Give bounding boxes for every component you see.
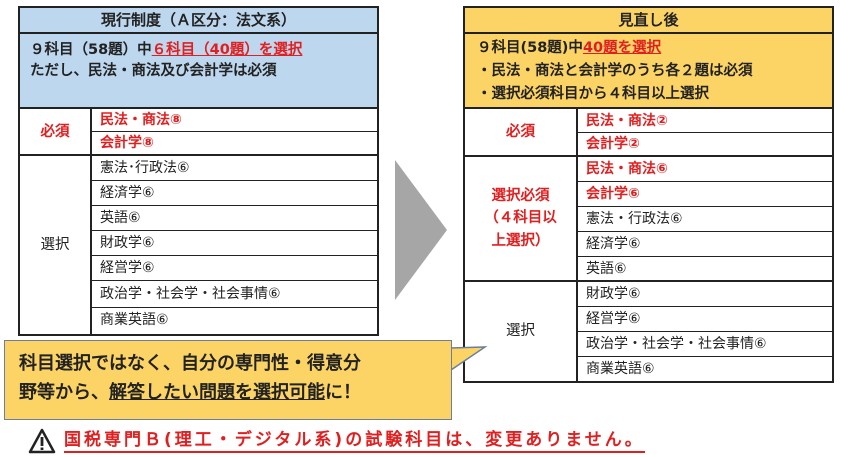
callout-text: 科目選択ではなく、自分の専門性・得意分 bbox=[19, 353, 361, 374]
arrow-right-icon bbox=[395, 160, 447, 300]
desc-text: ただし、民法・商法及び会計学は必須 bbox=[30, 63, 277, 79]
elective-subject: 英語⑥ bbox=[92, 206, 377, 231]
elective-subject: 経営学⑥ bbox=[578, 307, 832, 332]
table-title: 見直し後 bbox=[465, 8, 832, 34]
callout-bubble: 科目選択ではなく、自分の専門性・得意分 野等から、解答したい問題を選択可能に！ bbox=[4, 340, 452, 420]
selection-required-subject: 憲法・行政法⑥ bbox=[578, 207, 832, 232]
elective-subject: 経営学⑥ bbox=[92, 256, 377, 281]
elective-label: 選択 bbox=[465, 282, 578, 381]
selection-required-subject: 英語⑥ bbox=[578, 257, 832, 282]
elective-subject: 政治学・社会学・社会事情⑥ bbox=[92, 281, 377, 308]
elective-label: 選択 bbox=[20, 156, 92, 334]
elective-subject: 経済学⑥ bbox=[92, 181, 377, 206]
desc-text: ９科目(58題)中 bbox=[477, 40, 583, 56]
desc-text: ・民法・商法と会計学のうち各２題は必須 bbox=[477, 63, 753, 79]
callout-text: 野等から、 bbox=[19, 382, 109, 403]
notice-text: 国税専門Ｂ(理工・デジタル系)の試験科目は、変更ありません。 bbox=[64, 429, 645, 453]
elective-subject: 商業英語⑥ bbox=[586, 361, 655, 377]
table-description: ９科目(58題)中40題を選択 ・民法・商法と会計学のうち各２題は必須 ・選択必… bbox=[465, 34, 832, 109]
selection-required-subject: 会計学⑥ bbox=[578, 182, 832, 207]
revised-system-table: 見直し後 ９科目(58題)中40題を選択 ・民法・商法と会計学のうち各２題は必須… bbox=[463, 6, 834, 383]
elective-subject: 財政学⑥ bbox=[578, 282, 832, 307]
elective-subject: 憲法･行政法⑥ bbox=[92, 156, 377, 181]
required-label: 必須 bbox=[465, 109, 578, 157]
desc-text: ・選択必須科目から４科目以上選択 bbox=[477, 86, 709, 102]
elective-subject: 商業英語⑥ bbox=[100, 312, 169, 328]
table-title: 現行制度（Ａ区分：法文系） bbox=[20, 8, 377, 34]
required-subject: 会計学⑧ bbox=[92, 132, 377, 156]
required-subject: 会計学② bbox=[578, 133, 832, 157]
table-description: ９科目（58題）中６科目（40題）を選択 ただし、民法・商法及び会計学は必須 bbox=[20, 34, 377, 109]
required-subject: 民法・商法② bbox=[578, 109, 832, 133]
required-subject: 民法・商法⑧ bbox=[92, 109, 377, 132]
callout-highlight: 解答したい問題を選択可能 bbox=[109, 382, 325, 403]
desc-highlight: ６科目（40題）を選択 bbox=[151, 42, 303, 58]
required-label: 必須 bbox=[20, 109, 92, 156]
elective-subject: 財政学⑥ bbox=[92, 231, 377, 256]
label-subtext: （４科目以上選択） bbox=[484, 209, 557, 249]
selection-required-subject: 経済学⑥ bbox=[578, 232, 832, 257]
warning-icon bbox=[28, 428, 56, 454]
label-text: 選択必須 bbox=[491, 187, 550, 204]
current-system-table: 現行制度（Ａ区分：法文系） ９科目（58題）中６科目（40題）を選択 ただし、民… bbox=[18, 6, 379, 336]
notice: 国税専門Ｂ(理工・デジタル系)の試験科目は、変更ありません。 bbox=[28, 428, 645, 454]
selection-required-subject: 民法・商法⑥ bbox=[578, 157, 832, 182]
selection-required-label: 選択必須 （４科目以上選択） bbox=[465, 157, 578, 282]
elective-subject: 政治学・社会学・社会事情⑥ bbox=[578, 332, 832, 357]
desc-highlight: 40題を選択 bbox=[582, 40, 662, 56]
callout-text: に！ bbox=[325, 382, 361, 403]
desc-text: ９科目（58題）中 bbox=[30, 42, 152, 58]
